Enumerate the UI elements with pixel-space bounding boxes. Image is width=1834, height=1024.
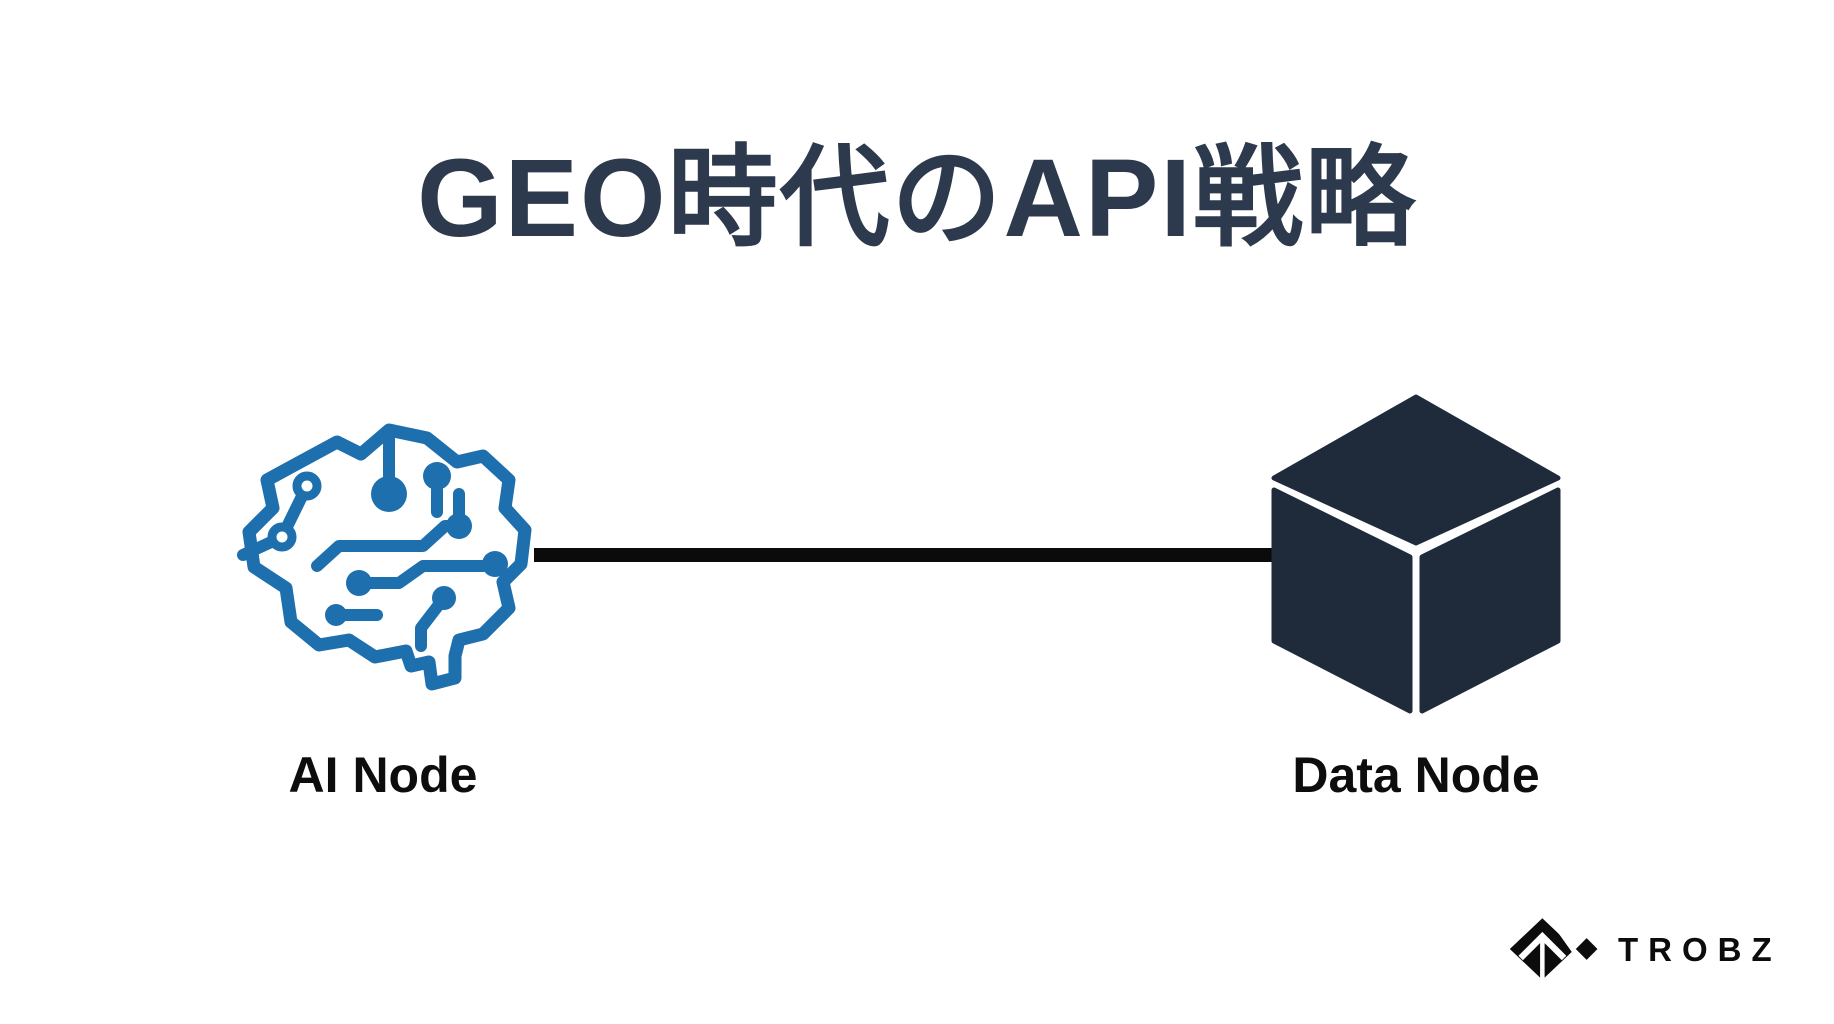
diamond-logo-icon [1508,912,1602,986]
data-node-label: Data Node [1292,747,1540,803]
brand-logo-text: TROBZ [1618,931,1782,968]
slide-title: GEO時代のAPI戦略 [417,137,1417,260]
brand-logo: TROBZ [1508,912,1782,986]
ai-node-label: AI Node [288,747,478,803]
circuit-brain-icon [226,416,538,696]
cube-icon [1270,393,1562,717]
edge-connector-line [534,548,1272,562]
